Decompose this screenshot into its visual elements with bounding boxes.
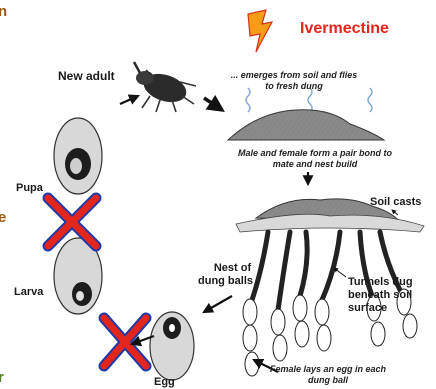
label-tunnels-line-1: Tunnels dug bbox=[348, 276, 413, 289]
caption-egg: Female lays an egg in each dung ball bbox=[258, 364, 398, 386]
label-tunnels-line-2: beneath soil bbox=[348, 289, 413, 302]
caption-pair-line-1: Male and female form a pair bond to bbox=[220, 148, 410, 159]
clipped-letter-bottom: r bbox=[0, 370, 4, 386]
label-tunnels-line-3: surface bbox=[348, 302, 413, 315]
stage-label-pupa: Pupa bbox=[16, 182, 43, 195]
label-tunnels: Tunnels dug beneath soil surface bbox=[348, 276, 413, 315]
lightning-bolt-icon bbox=[248, 10, 272, 52]
egg-icon bbox=[150, 312, 194, 380]
label-nest-line-2: dung balls bbox=[198, 275, 253, 288]
caption-pair-line-2: mate and nest build bbox=[220, 159, 410, 170]
caption-emerge: ... emerges from soil and flies to fresh… bbox=[216, 70, 372, 92]
stage-label-adult: New adult bbox=[58, 70, 115, 83]
label-nest-line-1: Nest of bbox=[198, 262, 253, 275]
label-nest: Nest of dung balls bbox=[198, 262, 253, 288]
dung-pat-icon bbox=[228, 110, 384, 140]
caption-emerge-line-2: to fresh dung bbox=[216, 81, 372, 92]
clipped-letter-top: n bbox=[0, 4, 7, 20]
stage-label-larva: Larva bbox=[14, 286, 43, 299]
drug-label: Ivermectine bbox=[300, 21, 389, 37]
label-soil-casts: Soil casts bbox=[370, 196, 421, 209]
pupa-icon bbox=[54, 118, 102, 194]
caption-egg-line-1: Female lays an egg in each bbox=[258, 364, 398, 375]
caption-pair: Male and female form a pair bond to mate… bbox=[220, 148, 410, 170]
clipped-letter-mid: e bbox=[0, 210, 6, 226]
caption-egg-line-2: dung ball bbox=[258, 375, 398, 386]
stage-label-egg: Egg bbox=[154, 376, 175, 389]
caption-emerge-line-1: ... emerges from soil and flies bbox=[216, 70, 372, 81]
beetle-icon bbox=[134, 62, 196, 112]
